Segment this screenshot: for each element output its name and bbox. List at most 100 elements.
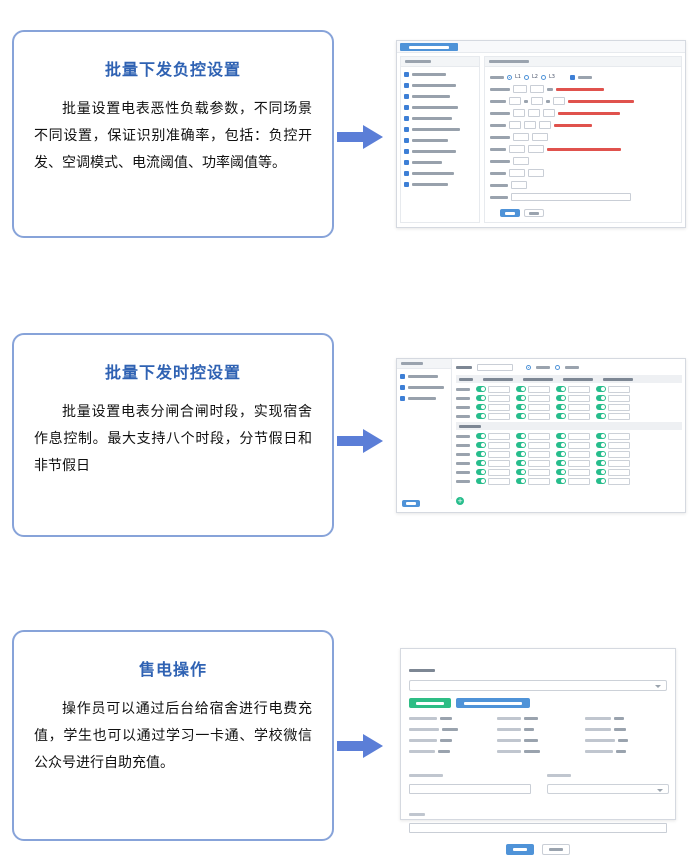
toggle-time-cell[interactable] xyxy=(596,477,630,485)
time-input[interactable] xyxy=(568,477,590,485)
toggle-switch[interactable] xyxy=(516,460,526,466)
tree-item[interactable] xyxy=(404,70,476,79)
tree-item[interactable] xyxy=(404,81,476,90)
toggle-time-cell[interactable] xyxy=(516,459,550,467)
toggle-time-cell[interactable] xyxy=(556,412,590,420)
radio-phase-l2[interactable] xyxy=(523,74,529,80)
toggle-switch[interactable] xyxy=(556,404,566,410)
time-input[interactable] xyxy=(608,403,630,411)
toggle-time-cell[interactable] xyxy=(556,450,590,458)
input-box[interactable] xyxy=(509,97,521,105)
submit-button[interactable] xyxy=(500,209,520,217)
time-input[interactable] xyxy=(528,403,550,411)
time-input[interactable] xyxy=(528,450,550,458)
toggle-switch[interactable] xyxy=(556,395,566,401)
toggle-switch[interactable] xyxy=(476,442,486,448)
input-box[interactable] xyxy=(513,85,527,93)
time-input[interactable] xyxy=(488,477,510,485)
toggle-switch[interactable] xyxy=(516,451,526,457)
input-box[interactable] xyxy=(531,97,543,105)
time-input[interactable] xyxy=(568,403,590,411)
toggle-switch[interactable] xyxy=(476,404,486,410)
input-box[interactable] xyxy=(528,169,544,177)
toggle-switch[interactable] xyxy=(556,460,566,466)
toggle-switch[interactable] xyxy=(596,395,606,401)
toggle-switch[interactable] xyxy=(596,413,606,419)
time-input[interactable] xyxy=(568,385,590,393)
time-input[interactable] xyxy=(488,385,510,393)
remark-input[interactable] xyxy=(409,823,667,833)
time-input[interactable] xyxy=(528,385,550,393)
tree-item[interactable] xyxy=(404,103,476,112)
time-input[interactable] xyxy=(608,477,630,485)
time-input[interactable] xyxy=(528,441,550,449)
toggle-time-cell[interactable] xyxy=(516,468,550,476)
time-input[interactable] xyxy=(528,468,550,476)
toggle-time-cell[interactable] xyxy=(556,477,590,485)
tree-item[interactable] xyxy=(404,136,476,145)
tree-item[interactable] xyxy=(404,125,476,134)
payment-method-select[interactable] xyxy=(547,784,669,794)
input-box[interactable] xyxy=(513,157,529,165)
time-input[interactable] xyxy=(608,385,630,393)
toggle-time-cell[interactable] xyxy=(556,385,590,393)
input-box[interactable] xyxy=(509,169,525,177)
input-box[interactable] xyxy=(532,133,548,141)
toggle-switch[interactable] xyxy=(516,395,526,401)
toggle-time-cell[interactable] xyxy=(476,477,510,485)
input-box[interactable] xyxy=(509,145,525,153)
toggle-time-cell[interactable] xyxy=(596,432,630,440)
toggle-switch[interactable] xyxy=(556,478,566,484)
checkbox[interactable] xyxy=(569,74,575,80)
toggle-switch[interactable] xyxy=(596,469,606,475)
toggle-switch[interactable] xyxy=(596,433,606,439)
toggle-switch[interactable] xyxy=(516,386,526,392)
time-input[interactable] xyxy=(488,459,510,467)
toggle-switch[interactable] xyxy=(516,478,526,484)
tree-item[interactable] xyxy=(404,114,476,123)
toggle-time-cell[interactable] xyxy=(516,385,550,393)
time-input[interactable] xyxy=(568,394,590,402)
time-input[interactable] xyxy=(488,450,510,458)
toggle-switch[interactable] xyxy=(476,395,486,401)
tree-item[interactable] xyxy=(404,92,476,101)
recharge-button[interactable] xyxy=(409,698,451,708)
toggle-time-cell[interactable] xyxy=(596,412,630,420)
split-amount-button[interactable] xyxy=(456,698,530,708)
toggle-time-cell[interactable] xyxy=(556,468,590,476)
toggle-time-cell[interactable] xyxy=(596,441,630,449)
dorm-select[interactable] xyxy=(409,680,667,691)
toggle-switch[interactable] xyxy=(596,478,606,484)
cancel-button[interactable] xyxy=(542,844,570,855)
toggle-switch[interactable] xyxy=(476,451,486,457)
toggle-switch[interactable] xyxy=(516,413,526,419)
send-button[interactable] xyxy=(402,500,420,507)
cancel-button[interactable] xyxy=(524,209,544,217)
input-box[interactable] xyxy=(528,109,540,117)
toggle-time-cell[interactable] xyxy=(476,441,510,449)
toggle-switch[interactable] xyxy=(596,451,606,457)
time-input[interactable] xyxy=(568,450,590,458)
time-input[interactable] xyxy=(488,432,510,440)
time-input[interactable] xyxy=(608,412,630,420)
input-box[interactable] xyxy=(539,121,551,129)
time-input[interactable] xyxy=(488,403,510,411)
radio-workday[interactable] xyxy=(526,365,531,370)
toggle-time-cell[interactable] xyxy=(556,403,590,411)
toggle-time-cell[interactable] xyxy=(556,394,590,402)
time-input[interactable] xyxy=(568,441,590,449)
input-box[interactable] xyxy=(513,133,529,141)
toggle-switch[interactable] xyxy=(476,386,486,392)
time-input[interactable] xyxy=(608,394,630,402)
toggle-switch[interactable] xyxy=(556,386,566,392)
input-box[interactable] xyxy=(553,97,565,105)
toggle-time-cell[interactable] xyxy=(516,450,550,458)
toggle-time-cell[interactable] xyxy=(596,468,630,476)
time-input[interactable] xyxy=(528,432,550,440)
radio-phase-l3[interactable] xyxy=(540,74,546,80)
toggle-switch[interactable] xyxy=(556,413,566,419)
toggle-time-cell[interactable] xyxy=(556,441,590,449)
toggle-time-cell[interactable] xyxy=(516,403,550,411)
toggle-switch[interactable] xyxy=(476,469,486,475)
toggle-time-cell[interactable] xyxy=(476,432,510,440)
